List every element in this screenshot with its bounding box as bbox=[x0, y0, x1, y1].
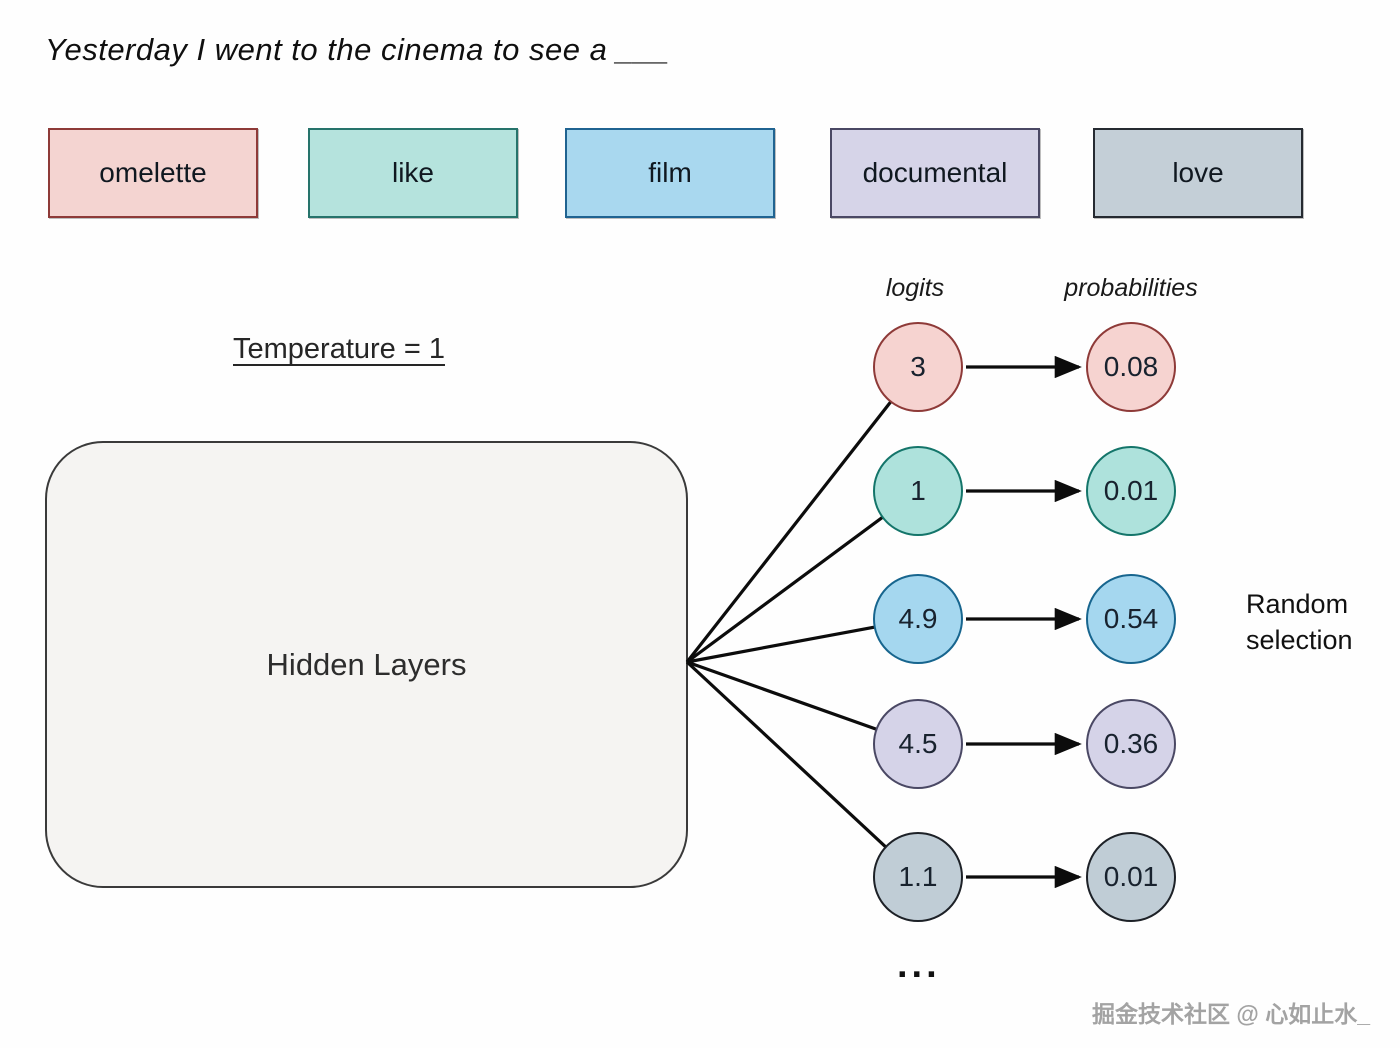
token-box-documental: documental bbox=[830, 128, 1040, 218]
token-box-like: like bbox=[308, 128, 518, 218]
token-box-film: film bbox=[565, 128, 775, 218]
logit-circle-3: 4.5 bbox=[873, 699, 963, 789]
fan-line-0 bbox=[685, 366, 920, 663]
logit-circle-2: 4.9 bbox=[873, 574, 963, 664]
sentence-prompt: Yesterday I went to the cinema to see a … bbox=[45, 32, 670, 67]
hidden-layers-label: Hidden Layers bbox=[266, 646, 467, 682]
temperature-label: Temperature = 1 bbox=[233, 333, 445, 365]
watermark-text: 掘金技术社区 @ 心如止水_ bbox=[1092, 1001, 1370, 1027]
random-selection-label: Random selection bbox=[1246, 589, 1353, 655]
fan-line-1 bbox=[686, 489, 919, 664]
token-box-love: love bbox=[1093, 128, 1303, 218]
logit-circle-0: 3 bbox=[873, 322, 963, 412]
hidden-layers-box: Hidden Layers bbox=[45, 441, 688, 888]
probability-circle-4: 0.01 bbox=[1086, 832, 1176, 922]
token-box-omelette: omelette bbox=[48, 128, 258, 218]
probability-circle-0: 0.08 bbox=[1086, 322, 1176, 412]
logits-column-header: logits bbox=[885, 274, 945, 302]
probability-circle-2: 0.54 bbox=[1086, 574, 1176, 664]
probability-circle-3: 0.36 bbox=[1086, 699, 1176, 789]
fan-line-4 bbox=[685, 660, 920, 879]
probability-circle-1: 0.01 bbox=[1086, 446, 1176, 536]
probabilities-column-header: probabilities bbox=[1064, 274, 1198, 302]
logit-circle-1: 1 bbox=[873, 446, 963, 536]
ellipsis-more-tokens: ... bbox=[897, 944, 941, 986]
logit-to-probability-arrows bbox=[966, 355, 1082, 889]
logit-circle-4: 1.1 bbox=[873, 832, 963, 922]
